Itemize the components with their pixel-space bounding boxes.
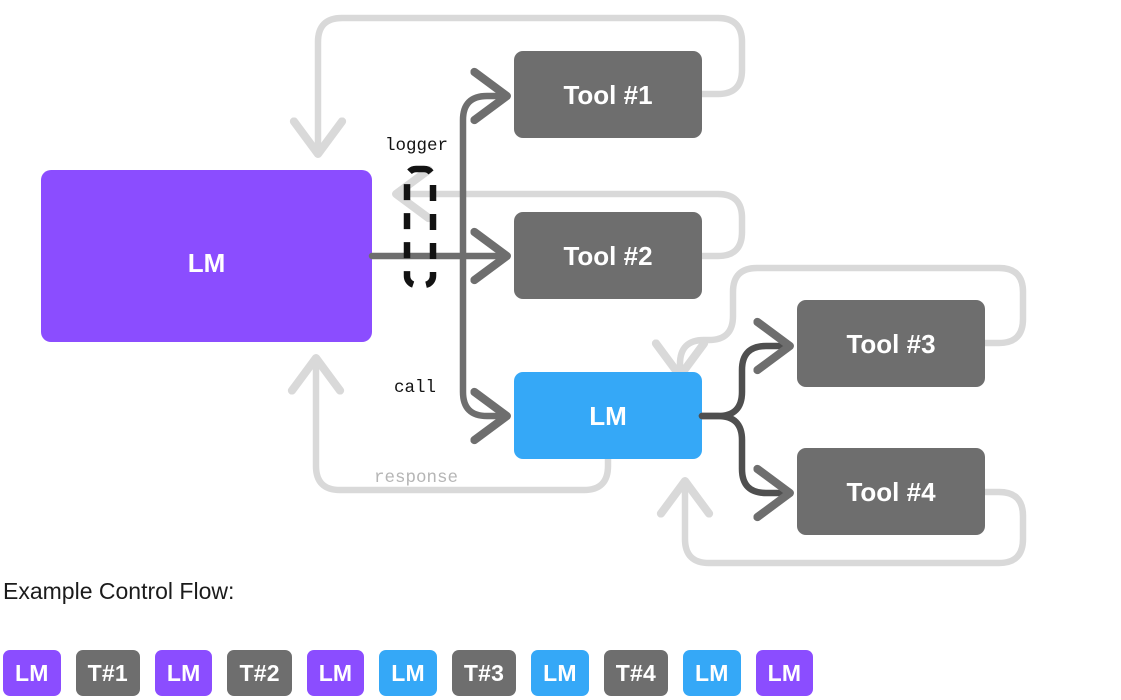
control-flow-step[interactable]: T#2 — [227, 650, 292, 696]
node-outer-lm-label: LM — [188, 248, 226, 278]
edge-tool4-return — [685, 485, 1027, 567]
edge-call-tool1 — [463, 96, 503, 260]
edge-tool2-return — [400, 194, 746, 260]
edge-response — [316, 362, 612, 494]
control-flow-step[interactable]: LM — [531, 650, 589, 696]
node-inner-lm[interactable] — [514, 372, 702, 459]
control-flow-step-label: T#2 — [239, 659, 280, 686]
node-tool3[interactable] — [797, 300, 985, 387]
control-flow-step[interactable]: LM — [379, 650, 437, 696]
control-flow-step-label: LM — [543, 659, 577, 686]
control-flow-step-label: LM — [166, 659, 201, 686]
node-outer-lm[interactable] — [41, 170, 372, 342]
control-flow-step-label: LM — [15, 659, 49, 686]
control-flow-step-label: T#3 — [463, 659, 505, 686]
node-tool4[interactable] — [797, 448, 985, 535]
control-flow-step-label: LM — [318, 659, 353, 686]
node-tool4-label: Tool #4 — [846, 477, 936, 507]
control-flow-step-list: LM T#1 LM T#2 LM LM T#3 LM T#4 LM LM — [3, 650, 814, 696]
control-flow-step[interactable]: LM — [755, 650, 814, 696]
control-flow-step[interactable]: LM — [3, 650, 61, 696]
node-tool1-label: Tool #1 — [563, 80, 652, 110]
edge-label-logger: logger — [385, 136, 448, 156]
node-tool2[interactable] — [514, 212, 702, 299]
edge-tool1-return — [318, 14, 746, 150]
control-flow-step-label: LM — [694, 659, 729, 686]
logger-boundary[interactable] — [403, 165, 437, 289]
control-flow-step-label: LM — [767, 659, 802, 686]
edge-label-response: response — [374, 468, 458, 488]
edge-tool3-return — [680, 264, 1027, 372]
control-flow-step[interactable]: LM — [306, 650, 365, 696]
control-flow-step[interactable]: LM — [682, 650, 741, 696]
node-tool2-label: Tool #2 — [563, 241, 652, 271]
control-flow-step-label: LM — [391, 659, 425, 686]
control-flow-step-label: T#4 — [615, 659, 656, 686]
control-flow-step[interactable]: LM — [154, 650, 213, 696]
node-inner-lm-label: LM — [589, 401, 627, 431]
control-flow-step[interactable]: T#4 — [603, 650, 668, 696]
node-tool1[interactable] — [514, 51, 702, 138]
control-flow-step[interactable]: T#1 — [75, 650, 140, 696]
edge-call-inner-lm — [459, 252, 503, 416]
control-flow-step-label: T#1 — [87, 659, 128, 686]
node-tool3-label: Tool #3 — [846, 329, 935, 359]
edge-call-tool3 — [698, 346, 786, 420]
edge-call-tool4 — [698, 412, 786, 493]
control-flow-step[interactable]: T#3 — [451, 650, 517, 696]
edge-label-call: call — [394, 378, 436, 398]
example-control-flow-title: Example Control Flow: — [3, 578, 235, 604]
